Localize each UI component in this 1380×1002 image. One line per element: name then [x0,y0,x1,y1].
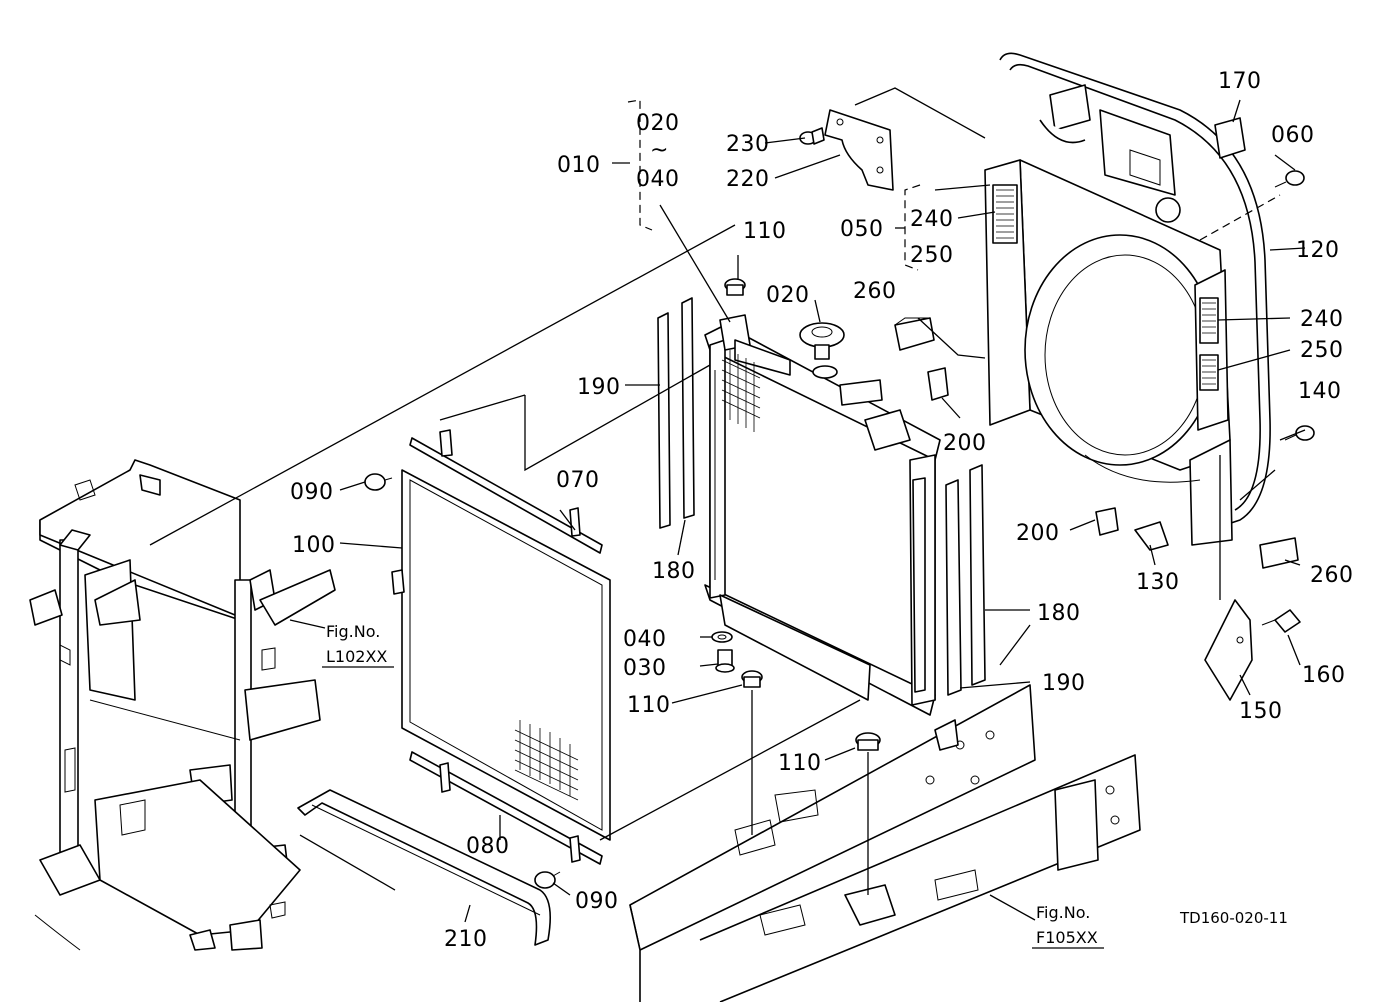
callout-170: 170 [1218,69,1262,94]
callout-200-top: 200 [943,431,987,456]
washer-040 [711,631,733,643]
callout-040-group: 040 [636,167,680,192]
hose-210 [297,789,551,946]
seal-190-left [657,312,671,529]
fig-ref-right-label: Fig.No. [1036,903,1090,922]
callout-050: 050 [840,217,884,242]
callout-tilde: ~ [650,138,669,163]
callout-010: 010 [557,153,601,178]
callout-180-right: 180 [1037,601,1081,626]
callout-180-left: 180 [652,559,696,584]
callout-060: 060 [1271,123,1315,148]
callout-200-mid: 200 [1016,521,1060,546]
callout-120: 120 [1296,238,1340,263]
bolt-090-upper [364,473,393,491]
screen-mesh [514,720,579,801]
radiator-core-mesh [721,350,761,432]
left-frame-assembly [29,459,336,951]
callout-240-right: 240 [1300,307,1344,332]
screen-100 [391,469,611,841]
callout-090-lower: 090 [575,889,619,914]
callout-260-top: 260 [853,279,897,304]
fan-shroud-120 [984,52,1271,546]
bolt-060 [1274,170,1305,188]
seal-190-right [945,479,962,696]
callout-160: 160 [1302,663,1346,688]
fig-ref-left-code: L102XX [326,647,387,666]
callout-250-right: 250 [1300,338,1344,363]
leader-lines [149,87,1306,923]
callout-030: 030 [623,656,667,681]
callout-110-low: 110 [778,751,822,776]
grommet-110-mid [741,670,763,688]
fig-ref-right-code: F105XX [1036,928,1098,947]
shroud-label-240 [992,184,1018,244]
fig-ref-left-label: Fig.No. [326,622,380,641]
fig-ref-left: Fig.No. L102XX [322,622,394,668]
callout-040-washer: 040 [623,627,667,652]
fig-ref-right: Fig.No. F105XX [1032,903,1104,949]
bar-070 [409,429,603,554]
block-200-top [927,367,949,401]
bolt-230 [799,127,825,145]
callout-260-right: 260 [1310,563,1354,588]
block-260-top [894,317,935,351]
grommet-110-top [724,278,746,296]
callout-240-group: 240 [910,207,954,232]
pad-170 [1214,117,1246,159]
callout-080: 080 [466,834,510,859]
bolt-140 [1284,425,1315,441]
callout-070: 070 [556,468,600,493]
bar-080 [409,751,603,865]
bracket-220 [824,109,894,191]
callout-020-cap: 020 [766,283,810,308]
callout-020-group: 020 [636,111,680,136]
callout-100: 100 [292,533,336,558]
callout-220: 220 [726,167,770,192]
callout-110-top: 110 [743,219,787,244]
bolt-090-lower [534,871,561,889]
callout-140: 140 [1298,379,1342,404]
callout-110-mid: 110 [627,693,671,718]
callout-210: 210 [444,927,488,952]
seal-180-left [681,297,695,519]
callout-150: 150 [1239,699,1283,724]
block-200-mid [1095,507,1119,536]
callout-230: 230 [726,132,770,157]
grommet-110-low [855,732,881,751]
clip-130 [1134,521,1169,551]
drawing-code: TD160-020-11 [1179,909,1288,927]
block-260-right [1259,537,1299,569]
callouts: 010 020 ~ 040 230 220 050 240 250 170 06… [290,69,1354,952]
radiator-core [704,314,941,716]
plug-030 [715,649,735,673]
bolt-160 [1261,609,1301,633]
callout-190-right: 190 [1042,671,1086,696]
callout-130: 130 [1136,570,1180,595]
callout-190-left: 190 [577,375,621,400]
bottom-frame-assembly [629,684,1141,1002]
radiator-cap-020 [799,322,845,379]
seal-180-right [969,464,986,686]
callout-250-group: 250 [910,243,954,268]
shroud-label-240b [1199,297,1219,391]
callout-090-upper: 090 [290,480,334,505]
